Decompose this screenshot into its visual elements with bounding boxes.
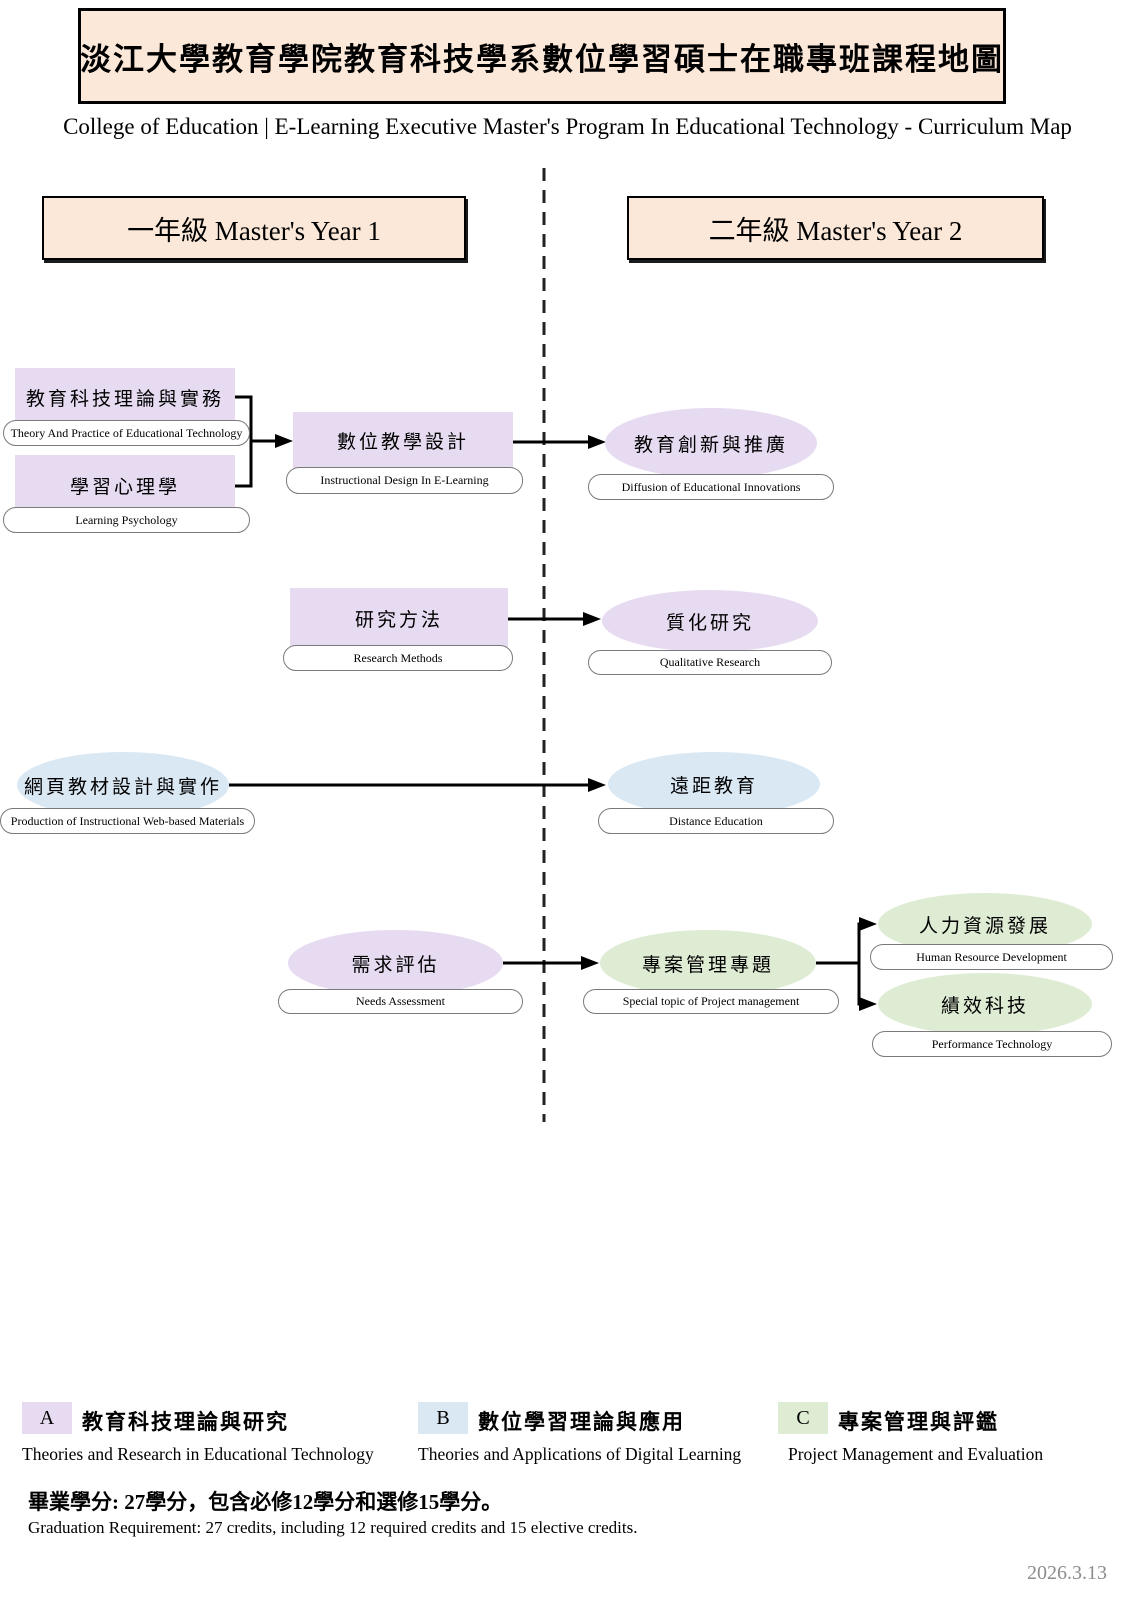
legend-label-c: 專案管理與評鑑 (838, 1410, 999, 1434)
course-node-theory-practice: 教育科技理論與實務 (15, 368, 235, 426)
legend-desc-a: Theories and Research in Educational Tec… (22, 1444, 374, 1464)
course-label-theory-practice: Theory And Practice of Educational Techn… (3, 420, 250, 446)
legend-swatch-a: A (22, 1402, 72, 1434)
course-label-performance-technology: Performance Technology (872, 1031, 1112, 1057)
course-node-diffusion: 教育創新與推廣 (605, 408, 817, 478)
revision-date: 2026.3.13 (1027, 1562, 1107, 1584)
course-label-diffusion: Diffusion of Educational Innovations (588, 474, 834, 500)
course-node-project-management: 專案管理專題 (600, 930, 816, 996)
course-label-project-management: Special topic of Project management (583, 989, 839, 1014)
course-label-instructional-design: Instructional Design In E-Learning (286, 467, 523, 494)
course-label-learning-psychology: Learning Psychology (3, 507, 250, 533)
legend-label-b: 數位學習理論與應用 (478, 1410, 685, 1434)
course-node-distance-education: 遠距教育 (608, 752, 820, 816)
course-label-research-methods: Research Methods (283, 645, 513, 671)
page-title: 淡江大學教育學院教育科技學系數位學習碩士在職專班課程地圖 (80, 41, 1004, 77)
legend-desc-c: Project Management and Evaluation (788, 1444, 1044, 1464)
year1-header: 一年級 Master's Year 1 (42, 196, 466, 260)
course-label-distance-education: Distance Education (598, 808, 834, 834)
course-node-web-materials: 網頁教材設計與實作 (17, 752, 229, 818)
graduation-requirement-zh: 畢業學分: 27學分，包含必修12學分和選修15學分。 (28, 1490, 503, 1514)
course-label-web-materials: Production of Instructional Web-based Ma… (0, 808, 255, 834)
legend-swatch-b: B (418, 1402, 468, 1434)
legend-label-a: 教育科技理論與研究 (82, 1410, 289, 1434)
course-node-research-methods: 研究方法 (290, 588, 508, 648)
course-label-needs-assessment: Needs Assessment (278, 989, 523, 1014)
course-node-needs-assessment: 需求評估 (288, 930, 503, 996)
course-label-qualitative-research: Qualitative Research (588, 650, 832, 675)
legend-swatch-c: C (778, 1402, 828, 1434)
graduation-requirement-en: Graduation Requirement: 27 credits, incl… (28, 1518, 638, 1537)
legend-desc-b: Theories and Applications of Digital Lea… (418, 1444, 742, 1464)
year2-header: 二年級 Master's Year 2 (627, 196, 1044, 260)
title-banner: 淡江大學教育學院教育科技學系數位學習碩士在職專班課程地圖 (78, 8, 1006, 104)
course-node-learning-psychology: 學習心理學 (15, 455, 235, 515)
course-node-performance-technology: 績效科技 (878, 973, 1092, 1035)
course-label-hrd: Human Resource Development (870, 944, 1113, 970)
course-node-qualitative-research: 質化研究 (602, 590, 818, 652)
course-node-instructional-design: 數位教學設計 (293, 412, 513, 469)
page-subtitle: College of Education | E-Learning Execut… (63, 114, 1072, 139)
